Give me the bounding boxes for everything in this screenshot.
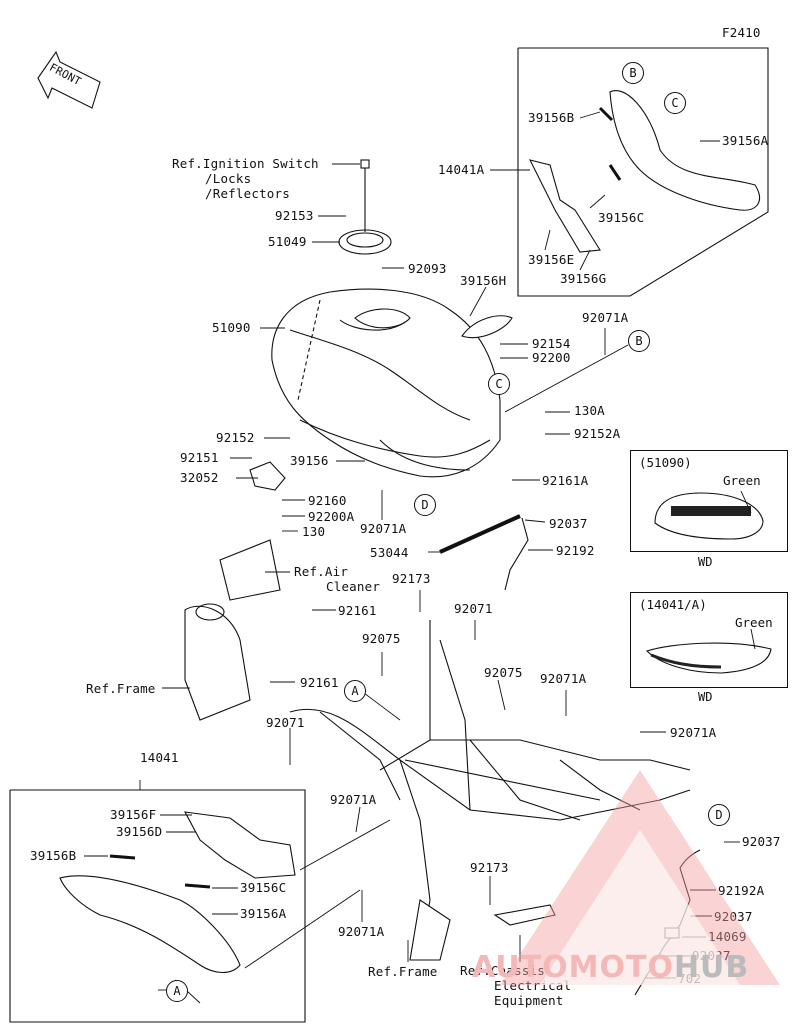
part-92071A-top: 92071A (582, 310, 629, 325)
part-92071A-r2: 92071A (670, 725, 717, 740)
watermark-part3: HUB (673, 950, 750, 985)
ref-cleaner-label: Cleaner (326, 579, 381, 594)
watermark-text: AUTOMOTOHUB (472, 950, 749, 985)
ref-reflectors-label: /Reflectors (205, 186, 290, 201)
hose-92192-drawing (504, 517, 529, 591)
ref-frame-a-label: Ref.Frame (86, 681, 156, 696)
inset-cover-drawing (645, 628, 772, 674)
part-92075-a: 92075 (362, 631, 401, 646)
callout-c-top: C (664, 92, 686, 114)
front-arrow-icon (37, 50, 101, 109)
part-92192: 92192 (556, 543, 595, 558)
part-92093: 92093 (408, 261, 447, 276)
inset-tank-title: (51090) (639, 455, 692, 470)
hose-drawing (439, 514, 521, 554)
part-92151: 92151 (180, 450, 219, 465)
cover-group-box (517, 47, 769, 297)
part-39156A-l: 39156A (240, 906, 287, 921)
fuel-tank-drawing (271, 288, 501, 478)
part-39156E: 39156E (528, 252, 575, 267)
part-92161A: 92161A (542, 473, 589, 488)
part-39156D: 39156D (116, 824, 163, 839)
part-92200: 92200 (532, 350, 571, 365)
bracket-drawing (249, 461, 286, 491)
inset-cover-title: (14041/A) (639, 597, 707, 612)
callout-b-top: B (622, 62, 644, 84)
inset-tank-color-label: Green (723, 473, 761, 488)
part-130: 130 (302, 524, 326, 539)
part-92173-a: 92173 (392, 571, 431, 586)
leader-lines (84, 111, 740, 1004)
diagram-code: F2410 (722, 25, 761, 40)
part-92154: 92154 (532, 336, 571, 351)
inset-cover-footer: WD (698, 690, 713, 704)
part-39156B-l: 39156B (30, 848, 77, 863)
part-92071A-c1: 92071A (330, 792, 377, 807)
part-14041A: 14041A (438, 162, 485, 177)
part-92200A: 92200A (308, 509, 355, 524)
callout-b-tank: B (628, 330, 650, 352)
part-92173-b: 92173 (470, 860, 509, 875)
ref-chassis-label: Ref.Chassis (460, 963, 545, 978)
part-51090: 51090 (212, 320, 251, 335)
inset-cover-color-label: Green (735, 615, 773, 630)
part-39156B-r: 39156B (528, 110, 575, 125)
callout-a-cover: A (166, 980, 188, 1002)
part-39156C-l: 39156C (240, 880, 287, 895)
part-92037-c: 92037 (714, 909, 753, 924)
part-39156: 39156 (290, 453, 329, 468)
part-39156F: 39156F (110, 807, 157, 822)
part-92071A-r: 92071A (540, 671, 587, 686)
side-cover-left-drawing (59, 811, 296, 974)
frame-drawing (289, 620, 691, 961)
ref-frame-b-label: Ref.Frame (368, 964, 438, 979)
part-39156G: 39156G (560, 271, 607, 286)
callout-c-tank: C (488, 373, 510, 395)
watermark-part1: AUTO (472, 950, 569, 985)
part-92071-b: 92071 (266, 715, 305, 730)
callout-d-tank: D (414, 494, 436, 516)
part-39156H: 39156H (460, 273, 507, 288)
part-92152A: 92152A (574, 426, 621, 441)
part-14069: 14069 (708, 929, 747, 944)
part-92037-a: 92037 (549, 516, 588, 531)
part-92071A-c2: 92071A (338, 924, 385, 939)
inset-tank-color: (51090) Green (630, 450, 788, 552)
part-130A: 130A (574, 403, 605, 418)
part-53044: 53044 (370, 545, 409, 560)
part-92192A: 92192A (718, 883, 765, 898)
inset-tank-footer: WD (698, 555, 713, 569)
cover-left-group-box (9, 789, 306, 1023)
ref-locks-label: /Locks (205, 171, 252, 186)
part-92075-b: 92075 (484, 665, 523, 680)
part-92071: 92071 (454, 601, 493, 616)
callout-d-harness: D (708, 804, 730, 826)
part-39156C-r: 39156C (598, 210, 645, 225)
inset-cover-color: (14041/A) Green (630, 592, 788, 688)
ref-ignition-label: Ref.Ignition Switch (172, 156, 319, 171)
ref-air-label: Ref.Air (294, 564, 349, 579)
inset-tank-drawing (654, 490, 764, 540)
watermark-part2: MOTO (568, 950, 674, 985)
part-92153: 92153 (275, 208, 314, 223)
subframe-drawing (184, 539, 281, 721)
part-92071A-mid: 92071A (360, 521, 407, 536)
part-39156A-r: 39156A (722, 133, 769, 148)
pad-drawing (461, 315, 513, 338)
part-92160: 92160 (308, 493, 347, 508)
chassis-bracket-drawing (493, 904, 556, 926)
part-51049: 51049 (268, 234, 307, 249)
part-32052: 32052 (180, 470, 219, 485)
part-92161-b: 92161 (300, 675, 339, 690)
part-92037-b: 92037 (742, 834, 781, 849)
part-14041: 14041 (140, 750, 179, 765)
ref-equipment-label: Equipment (494, 993, 564, 1008)
part-92152: 92152 (216, 430, 255, 445)
callout-a-frame: A (344, 680, 366, 702)
part-92161-a: 92161 (338, 603, 377, 618)
filler-cap-drawing (338, 159, 392, 255)
side-cover-right-drawing (528, 90, 760, 253)
